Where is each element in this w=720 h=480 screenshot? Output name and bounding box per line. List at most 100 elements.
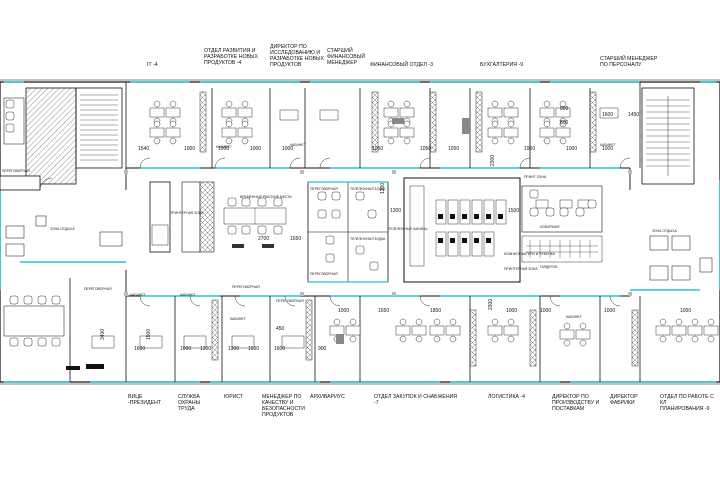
svg-text:ПЕРЕГОВОРНАЯ: ПЕРЕГОВОРНАЯ <box>84 287 112 291</box>
room-labels: ПЕРЕГОВОРНАЯ КАБИНЕТ КАБИНЕТ КАБИНЕТ КАБ… <box>2 143 616 321</box>
label-rnd-department: ОТДЕЛ РАЗВИТИЯ И РАЗРАБОТКЕ НОВЫХ ПРОДУК… <box>204 48 258 66</box>
svg-text:450: 450 <box>276 326 285 332</box>
svg-text:1650: 1650 <box>290 236 301 242</box>
meeting-room-top-left <box>0 97 53 191</box>
label-senior-finance-manager: СТАРШИЙ ФИНАНСОВЫЙ МЕНЕДЖЕР <box>327 48 366 66</box>
svg-text:1300: 1300 <box>390 208 401 214</box>
dimensions-top: 1540 1000 1000 1000 1050 1050 1050 1960 … <box>138 106 639 166</box>
svg-text:КОВОРКИНГ: КОВОРКИНГ <box>540 225 560 229</box>
svg-text:1600: 1600 <box>180 346 191 352</box>
label-it: IT -4 <box>147 62 158 68</box>
svg-text:ПРИНТ ЗОНА: ПРИНТ ЗОНА <box>524 175 547 179</box>
svg-text:ПРИНТЕРНАЯ ЗОНА: ПРИНТЕРНАЯ ЗОНА <box>170 211 204 215</box>
svg-text:КАБИНЕТ: КАБИНЕТ <box>290 143 306 147</box>
svg-text:1500: 1500 <box>146 329 152 340</box>
central-block: ПРИНТЕРНАЯ ЗОНА ВРЕМЕННЫЕ РАБОЧИЕ МЕСТА … <box>149 175 603 283</box>
svg-text:1000: 1000 <box>250 146 261 152</box>
svg-text:КАБИНЕТ: КАБИНЕТ <box>566 315 582 319</box>
label-accounting: БУХГАЛТЕРИЯ -9 <box>480 62 524 68</box>
lounge-left: ЗОНА ОТДЫХА <box>5 215 123 257</box>
svg-text:1000: 1000 <box>218 146 229 152</box>
svg-text:ПРИНТЕРНАЯ ЗОНА: ПРИНТЕРНАЯ ЗОНА <box>504 267 538 271</box>
label-archivist: АРХИВАРИУС <box>310 394 345 400</box>
svg-text:1600: 1600 <box>274 346 285 352</box>
stair-core-left <box>25 87 123 185</box>
label-vice-president: ВИЦЕ -ПРЕЗИДЕНТ <box>128 394 162 406</box>
label-production-director: ДИРЕКТОР ПО ПРОИЗВОДСТВУ И ПОСТАВКАМ <box>552 394 600 412</box>
stair-core-right <box>641 87 695 185</box>
label-procurement-department: ОТДЕЛ ЗАКУПОК И СНАБЖЕНИЯ -7 <box>374 394 458 406</box>
svg-text:1500: 1500 <box>248 346 259 352</box>
storage-cabinets-top <box>199 91 597 153</box>
svg-text:1000: 1000 <box>506 308 517 314</box>
label-rnd-director: ДИРЕКТОР ПО ИССЛЕДОВАНИЮ И РАЗРАБОТКЕ НО… <box>270 44 324 68</box>
svg-text:ПЕРЕГОВОРНАЯ: ПЕРЕГОВОРНАЯ <box>276 299 304 303</box>
svg-text:1050: 1050 <box>448 146 459 152</box>
svg-text:1600: 1600 <box>602 112 613 118</box>
door-swings-top <box>139 157 631 169</box>
svg-text:1000: 1000 <box>602 146 613 152</box>
label-quality-manager: МЕНЕДЖЕР ПО КАЧЕСТВУ И БЕЗОПАСНОСТИ ПРОД… <box>262 394 305 418</box>
svg-text:1000: 1000 <box>566 146 577 152</box>
label-factory-director: ДИРЕКТОР ФАБРИКИ <box>610 394 638 406</box>
svg-text:1000: 1000 <box>282 146 293 152</box>
svg-text:1000: 1000 <box>680 308 691 314</box>
meeting-room-bottom-left <box>3 295 104 370</box>
svg-text:ПЕРЕГОВОРНАЯ: ПЕРЕГОВОРНАЯ <box>310 187 338 191</box>
svg-text:1540: 1540 <box>138 146 149 152</box>
desks-top <box>149 100 619 145</box>
svg-text:1650: 1650 <box>378 308 389 314</box>
door-swings-bottom <box>139 295 621 307</box>
svg-text:1300: 1300 <box>228 346 239 352</box>
svg-text:3400: 3400 <box>100 329 106 340</box>
svg-text:ЗОНА ОТДЫХА: ЗОНА ОТДЫХА <box>50 227 75 231</box>
svg-text:1500: 1500 <box>508 208 519 214</box>
svg-text:КАБИНЕТ: КАБИНЕТ <box>216 145 232 149</box>
svg-text:1450: 1450 <box>628 112 639 118</box>
svg-text:КАБИНЕТ: КАБИНЕТ <box>130 293 146 297</box>
svg-text:КАБИНЕТ: КАБИНЕТ <box>180 293 196 297</box>
svg-text:ТЕЛЕФОННАЯ БУДКА: ТЕЛЕФОННАЯ БУДКА <box>350 237 386 241</box>
column-markers <box>124 170 632 296</box>
svg-text:ГАРДЕРОБ: ГАРДЕРОБ <box>540 265 558 269</box>
label-lawyer: ЮРИСТ <box>224 394 244 400</box>
svg-text:ВРЕМЕННЫЕ РАБОЧИЕ МЕСТА: ВРЕМЕННЫЕ РАБОЧИЕ МЕСТА <box>240 195 292 199</box>
label-logistics: ЛОГИСТИКА -4 <box>488 394 525 400</box>
svg-text:2700: 2700 <box>258 236 269 242</box>
desks-bottom <box>91 318 719 349</box>
svg-text:1050: 1050 <box>372 146 383 152</box>
svg-text:1000: 1000 <box>604 308 615 314</box>
svg-text:ЗОНА ОТДЫХА: ЗОНА ОТДЫХА <box>652 229 677 233</box>
top-office-partitions <box>125 82 641 168</box>
label-labor-safety: СЛУЖБА ОХРАНЫ ТРУДА <box>178 394 201 412</box>
svg-text:1000: 1000 <box>540 308 551 314</box>
svg-text:ПЕРЕГОВОРНАЯ: ПЕРЕГОВОРНАЯ <box>310 272 338 276</box>
svg-text:800: 800 <box>560 106 569 112</box>
svg-text:1300: 1300 <box>380 183 386 194</box>
lounge-right: ЗОНА ОТДЫХА <box>649 229 713 281</box>
svg-text:1050: 1050 <box>420 146 431 152</box>
label-client-planning-department: ОТДЕЛ ПО РАБОТЕ С КЛ ПЛАНИРОВАНИЯ -9 <box>660 394 714 412</box>
svg-text:ТЕЛЕФОННЫЕ КАБИНЫ: ТЕЛЕФОННЫЕ КАБИНЫ <box>388 227 428 231</box>
svg-text:900: 900 <box>318 346 327 352</box>
svg-text:КАБИНЕТ: КАБИНЕТ <box>600 143 616 147</box>
label-senior-hr-manager: СТАРШИЙ МЕНЕДЖЕР ПО ПЕРСОНАЛУ <box>600 56 658 68</box>
dimensions-bottom: 1600 1600 1300 1500 1300 1600 450 900 10… <box>100 299 691 352</box>
svg-text:1960: 1960 <box>524 146 535 152</box>
svg-text:2300: 2300 <box>488 299 494 310</box>
label-finance-department: ФИНАНСОВЫЙ ОТДЕЛ -3 <box>370 62 433 68</box>
svg-text:ПЕРЕГОВОРНАЯ: ПЕРЕГОВОРНАЯ <box>2 169 30 173</box>
dimensions-center: 2700 1650 1300 1300 1500 <box>258 183 519 242</box>
svg-text:1600: 1600 <box>134 346 145 352</box>
svg-text:ПЕРЕГОВОРНАЯ: ПЕРЕГОВОРНАЯ <box>232 285 260 289</box>
svg-text:800: 800 <box>560 120 569 126</box>
svg-text:ТЕЛЕФОННАЯ БУДКА: ТЕЛЕФОННАЯ БУДКА <box>350 187 386 191</box>
svg-text:1850: 1850 <box>430 308 441 314</box>
svg-text:2300: 2300 <box>490 155 496 166</box>
svg-text:1000: 1000 <box>338 308 349 314</box>
svg-text:КАБИНЕТ: КАБИНЕТ <box>230 317 246 321</box>
svg-text:1000: 1000 <box>184 146 195 152</box>
storage-cabinets-bottom <box>211 299 639 367</box>
svg-text:1300: 1300 <box>200 346 211 352</box>
